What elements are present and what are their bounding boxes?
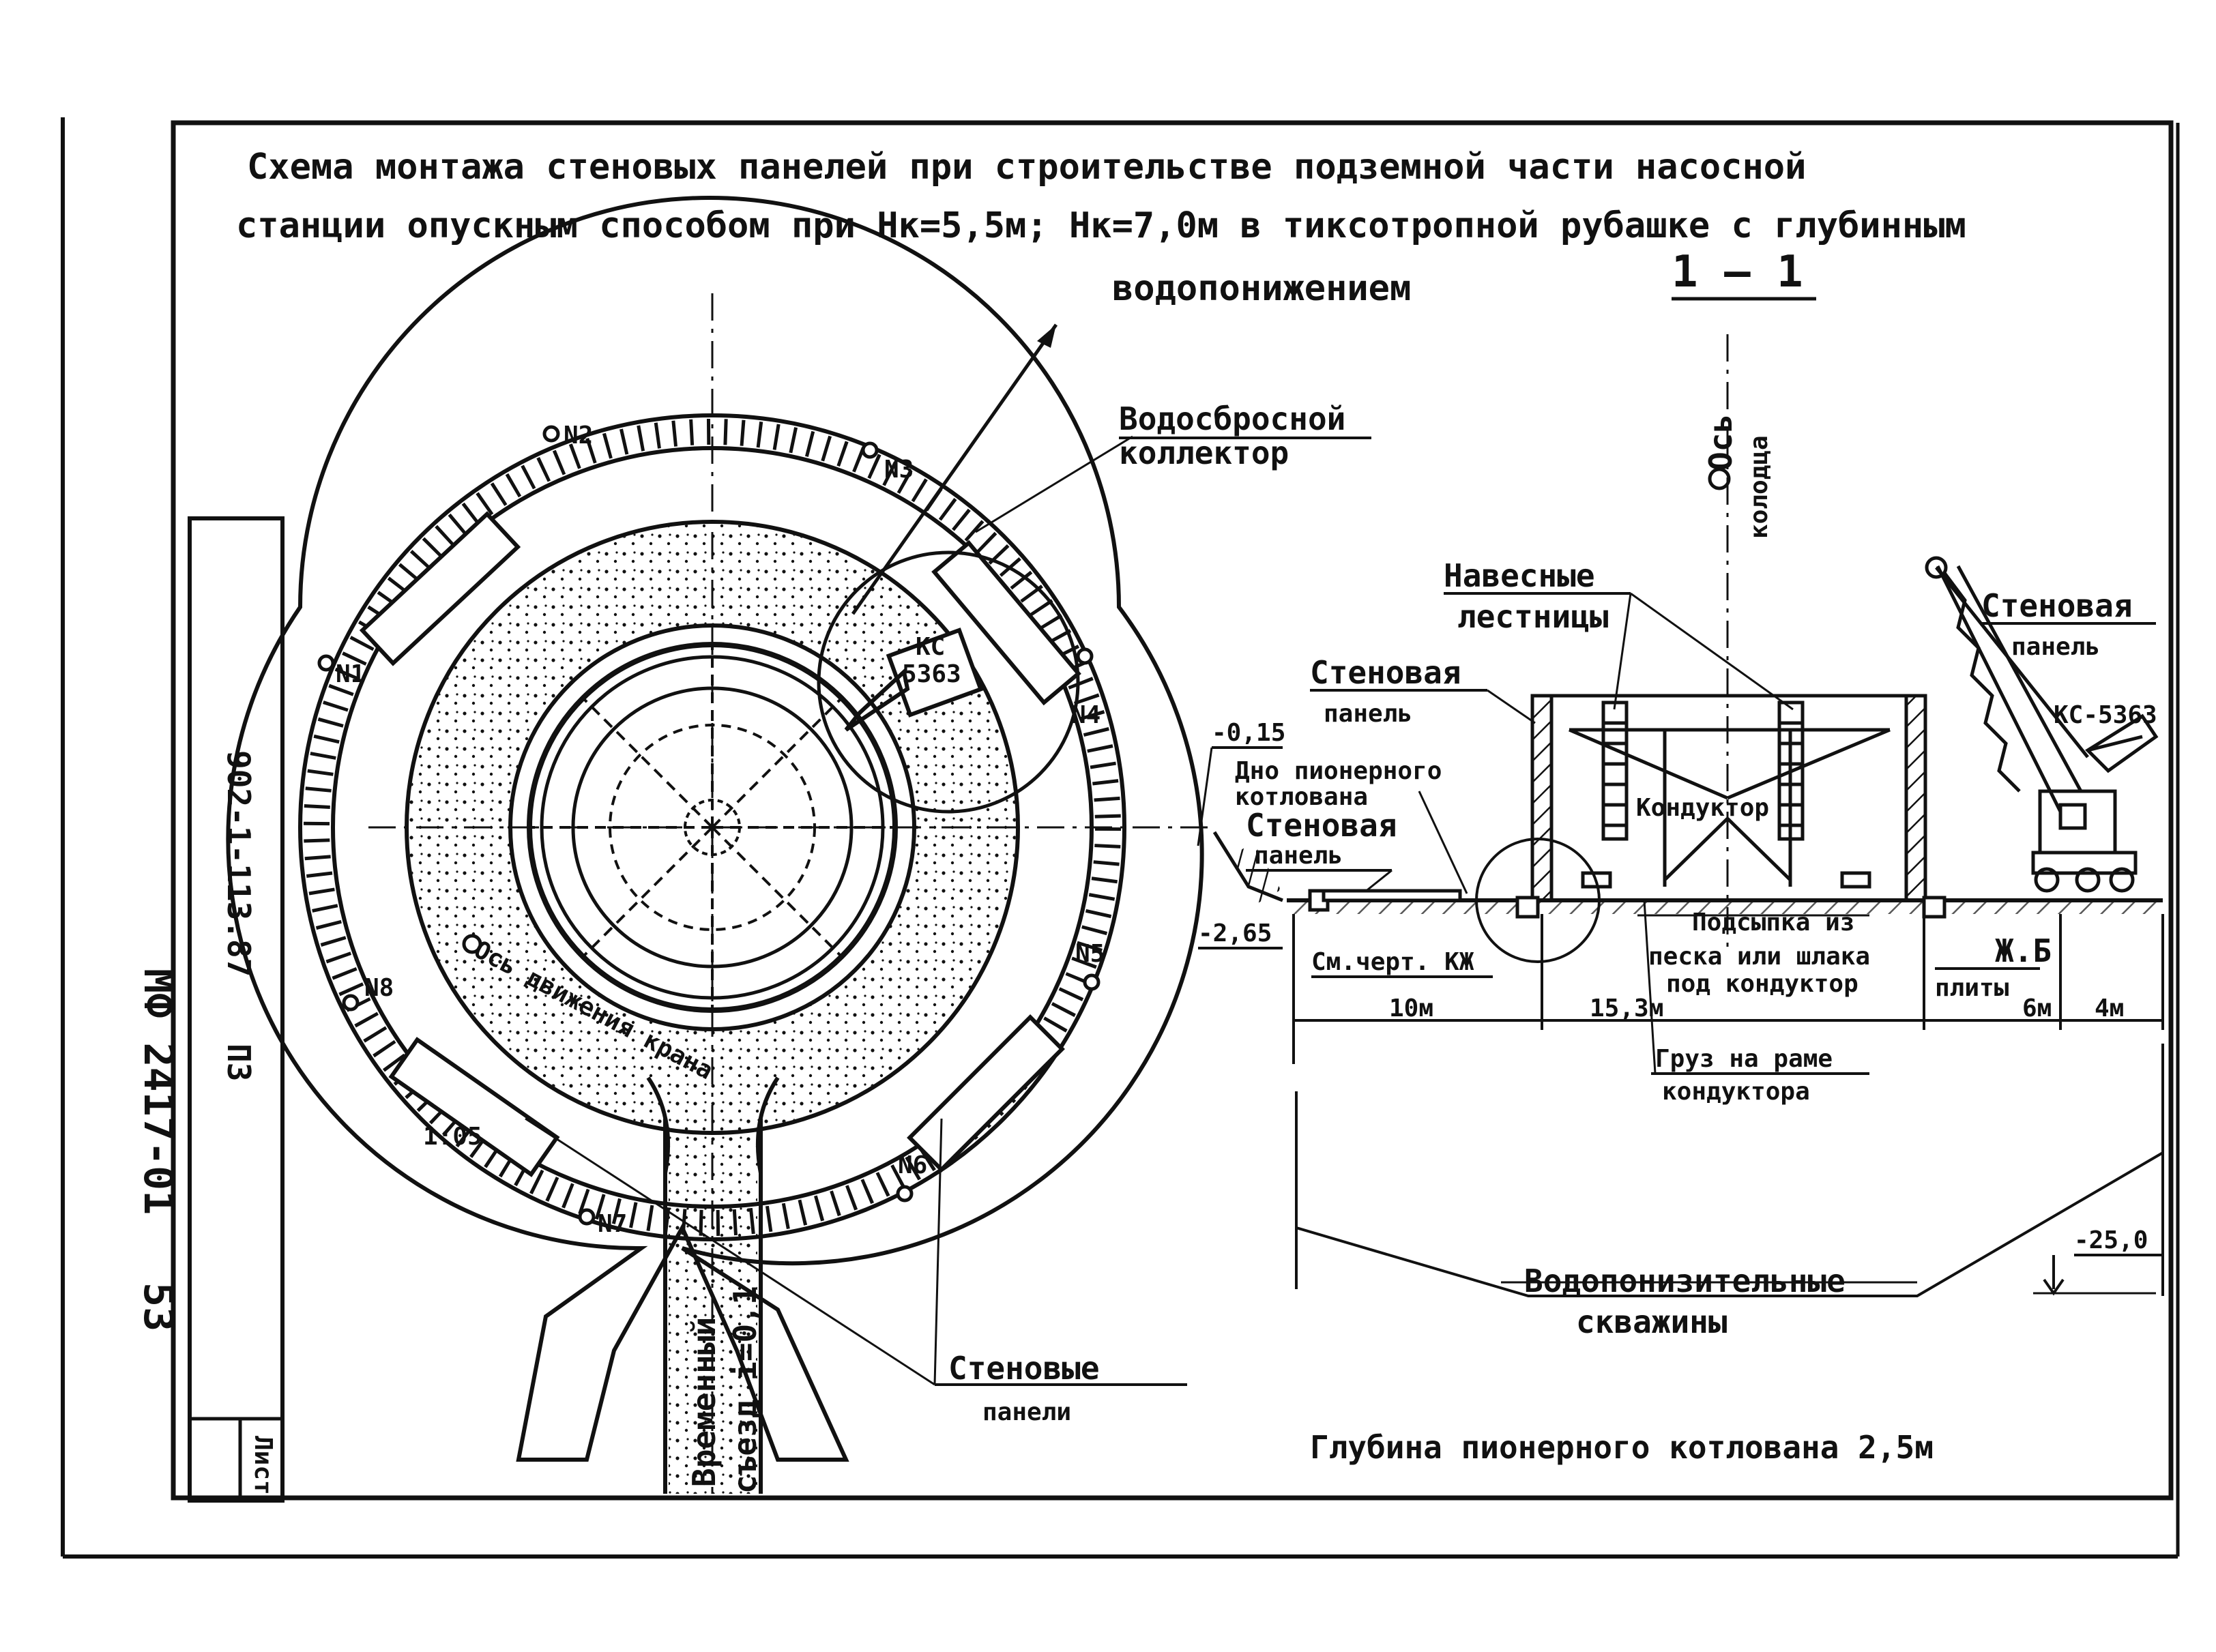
wall-panels-2: панели xyxy=(982,1398,1071,1426)
stamp-part: ПЗ xyxy=(220,1044,257,1081)
slabs-mark: Ж.Б xyxy=(1995,932,2052,969)
dim-4: 4м xyxy=(2095,994,2124,1022)
detail-circle xyxy=(1475,838,1601,963)
crane-plan-label: КС xyxy=(916,633,945,661)
dewatering-2: скважины xyxy=(1576,1303,1727,1340)
panel-stack xyxy=(931,540,1081,706)
well-n8: N8 xyxy=(364,974,394,1002)
crane-model-section: КС-5363 xyxy=(2054,701,2157,729)
temp-exit-2: съезд i=0,1 xyxy=(727,1286,763,1494)
pit-bottom-1: Дно пионерного xyxy=(1235,757,1442,785)
crane-work-radius xyxy=(817,550,1080,814)
section-view: Ось колодца Навесные лестницы xyxy=(1197,334,2164,1466)
ground-pads xyxy=(1308,889,1947,919)
panel-stack xyxy=(907,1014,1065,1172)
title-line-2: станции опускным способом при Hк=5,5м; H… xyxy=(236,205,1966,246)
crane-plan: КС 5363 xyxy=(844,628,984,732)
dim-10: 10м xyxy=(1389,994,1433,1022)
conductor-label: Кондуктор xyxy=(1636,794,1769,822)
well-n7: N7 xyxy=(598,1210,627,1238)
dewatering-wells xyxy=(317,425,1100,1226)
fill-3: под кондуктор xyxy=(1666,970,1858,998)
panel-stacks xyxy=(359,511,1081,1177)
well-axis-2: колодца xyxy=(1745,435,1773,539)
wall-panels-1: Стеновые xyxy=(948,1350,1100,1387)
conductor-frame xyxy=(1569,728,1891,889)
level-bottom: -2,65 xyxy=(1198,919,1272,947)
depth-note: Глубина пионерного котлована 2,5м xyxy=(1310,1429,1934,1466)
see-drawing: См.черт. КЖ xyxy=(1311,948,1474,976)
discharge-collector-1: Водосбросной xyxy=(1119,400,1345,437)
panel-stack xyxy=(359,511,521,666)
panel-stack xyxy=(388,1037,560,1177)
load-2: кондуктора xyxy=(1662,1078,1810,1106)
level-top: -0,15 xyxy=(1212,719,1285,747)
well-n4: N4 xyxy=(1071,701,1100,729)
discharge-collector-2: коллектор xyxy=(1119,434,1289,471)
title-line-1: Схема монтажа стеновых панелей при строи… xyxy=(247,147,1806,188)
wall-panel-right-2: панель xyxy=(2011,633,2100,661)
fill-1: Подсыпка из xyxy=(1692,909,1854,936)
wall-panel-mid-2: панель xyxy=(1254,842,1343,870)
well-n2: N2 xyxy=(564,422,593,449)
fill-2: песка или шлака xyxy=(1648,943,1870,971)
wall-panel-mid-1: Стеновая xyxy=(1246,807,1397,844)
stamp-sheet-no: 53 xyxy=(134,1282,182,1331)
stamp-sheet-label: Лист xyxy=(249,1436,277,1495)
section-mark: 1 — 1 xyxy=(1672,247,1803,297)
pit-bottom-2: котлована xyxy=(1235,783,1368,811)
load-1: Груз на раме xyxy=(1655,1045,1833,1073)
stamp-code: 902-1-113.87 xyxy=(220,750,257,977)
well-n3: N3 xyxy=(884,456,914,484)
title-line-3: водопонижением xyxy=(1112,268,1411,309)
stamp-album: МФ 2417-01 xyxy=(134,969,182,1215)
crane-section xyxy=(1925,556,2159,893)
shaft-wall-left xyxy=(1530,694,1554,902)
stamp-block: 902-1-113.87 ПЗ МФ 2417-01 53 Лист xyxy=(134,516,285,1503)
level-deep: -25,0 xyxy=(2074,1226,2148,1254)
slabs-label: плиты xyxy=(1935,974,2009,1002)
temp-exit-1: Временный xyxy=(686,1317,723,1487)
crane-plan-model: 5363 xyxy=(902,660,961,688)
drawing-title: Схема монтажа стеновых панелей при строи… xyxy=(236,147,1966,309)
wall-panel-left-2: панель xyxy=(1324,700,1412,728)
pit-slope-outer xyxy=(226,196,1204,1462)
well-n1: N1 xyxy=(336,660,365,688)
dimension-line xyxy=(1292,914,2164,1064)
wall-panel-left-1: Стеновая xyxy=(1310,654,1461,691)
well-n5: N5 xyxy=(1075,940,1105,968)
ladders-1: Навесные xyxy=(1444,557,1595,594)
shaft-wall-right xyxy=(1904,694,1927,902)
wall-panel-right-1: Стеновая xyxy=(1981,587,2133,624)
dewatering-1: Водопонизительные xyxy=(1524,1263,1846,1299)
sheet-frame xyxy=(61,117,2180,1559)
plan-view: КС 5363 Водосбросной коллектор N1 N2 N3 … xyxy=(226,196,1371,1494)
slope-label: 1:05 xyxy=(423,1123,482,1151)
dim-6: 6м xyxy=(2022,994,2052,1022)
ladders-2: лестницы xyxy=(1457,598,1609,635)
well-n6: N6 xyxy=(898,1151,927,1179)
well-axis-1: Ось xyxy=(1702,414,1739,471)
